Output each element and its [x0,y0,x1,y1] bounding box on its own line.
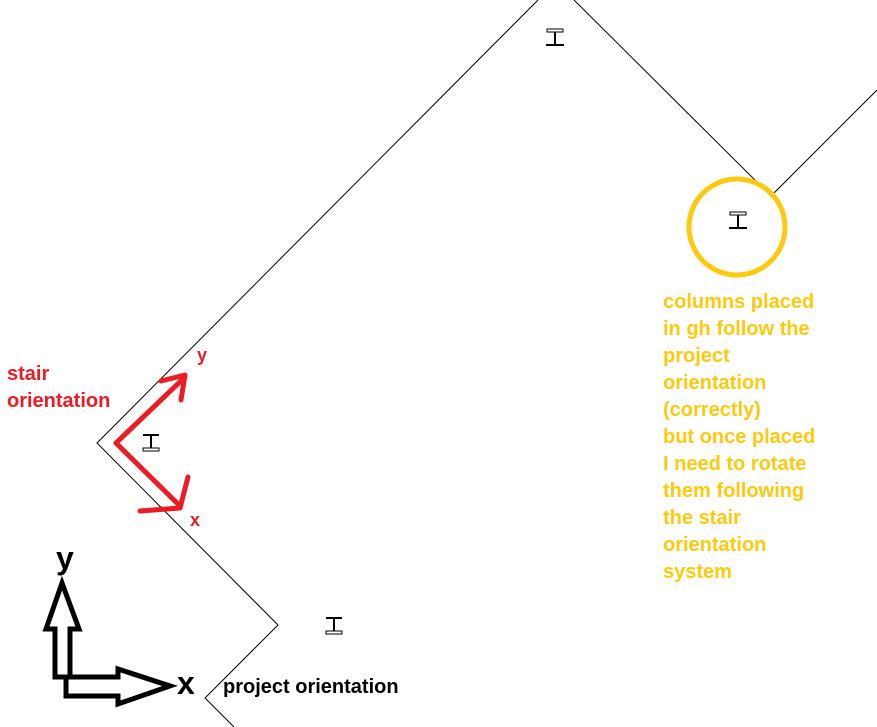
stair-y-label: y [197,345,208,365]
stair-orientation-label: stair orientation [7,363,111,412]
project-y-label: y [56,540,74,576]
project-x-label: x [177,665,195,701]
column-i-beam-icon [729,211,747,229]
stair-outline-right [573,0,877,197]
stair-y-arrow [113,374,188,446]
stair-x-label: x [190,510,201,530]
stair-axes [113,372,191,514]
column-i-beam-icon [325,617,343,635]
stair-outline-left [96,0,539,727]
column-symbols [142,28,747,635]
stair-x-arrow [113,440,183,509]
column-i-beam-icon [546,28,564,46]
stair-y-arrowhead [158,372,188,403]
project-y-arrow [42,575,83,680]
highlight-circle [686,176,788,278]
stair-x-arrowhead [137,474,191,514]
project-orientation-label: project orientation [223,676,399,698]
column-i-beam-icon [142,434,160,452]
project-axes [42,575,178,708]
annotation-note: columns placed in gh follow the project … [663,291,816,583]
project-x-arrow [55,665,178,708]
